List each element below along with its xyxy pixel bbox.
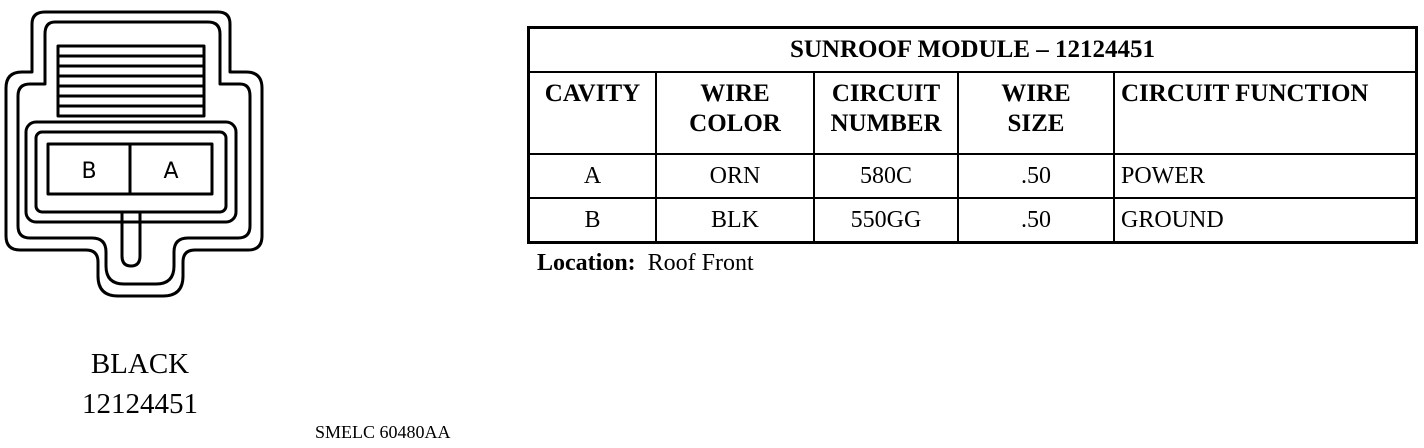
- connector-key-post: [120, 212, 142, 268]
- cell-wire-color: ORN: [655, 153, 815, 199]
- location-label: Location:: [537, 250, 636, 276]
- connector-cavity-housing: [24, 120, 238, 224]
- connector-inner-shroud: [16, 20, 252, 286]
- cell-wire-color: BLK: [655, 197, 815, 244]
- cell-wire-size: .50: [957, 197, 1115, 244]
- connector-outer-body: [4, 10, 264, 298]
- table-title: SUNROOF MODULE – 12124451: [527, 26, 1418, 73]
- cell-circuit-function: POWER: [1113, 153, 1418, 199]
- connector-color: BLACK: [90, 348, 190, 380]
- location-line: Location: Roof Front: [537, 250, 754, 277]
- cell-cavity: B: [527, 197, 657, 244]
- cell-cavity: A: [527, 153, 657, 199]
- header-cavity: CAVITY: [527, 71, 657, 155]
- cell-circuit-number: 580C: [813, 153, 959, 199]
- connector-part-number: 12124451: [82, 388, 198, 420]
- connector-latch: [56, 44, 206, 118]
- table-title-row: SUNROOF MODULE – 12124451: [527, 26, 1418, 73]
- table-row: B BLK 550GG .50 GROUND: [527, 197, 1418, 244]
- cavity-cell-a: [128, 142, 214, 196]
- cavity-label-b: B: [81, 159, 96, 184]
- location-value: Roof Front: [647, 250, 754, 276]
- cell-circuit-number: 550GG: [813, 197, 959, 244]
- connector-diagram: B A: [4, 10, 264, 298]
- cell-wire-size: .50: [957, 153, 1115, 199]
- table-row: A ORN 580C .50 POWER: [527, 153, 1418, 199]
- header-circuit-function: CIRCUIT FUNCTION: [1113, 71, 1418, 155]
- reference-code: SMELC 60480AA: [315, 422, 451, 442]
- cell-circuit-function: GROUND: [1113, 197, 1418, 244]
- cavity-label-a: A: [163, 159, 178, 184]
